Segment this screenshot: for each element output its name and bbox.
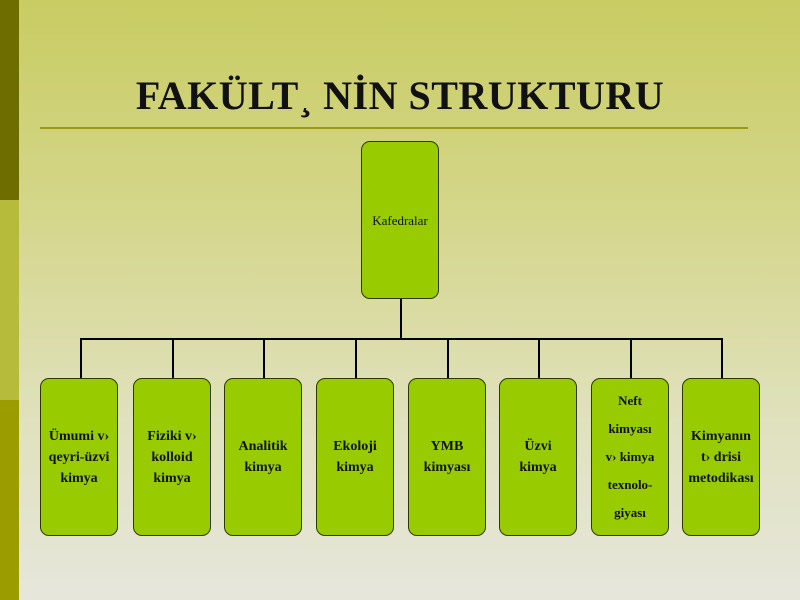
connector-child-6 bbox=[538, 338, 540, 378]
connector-child-5 bbox=[447, 338, 449, 378]
node-analitik-kimya: Analitik kimya bbox=[224, 378, 302, 536]
node-ekoloji-kimya: Ekoloji kimya bbox=[316, 378, 394, 536]
node-label: Analitik kimya bbox=[238, 439, 288, 475]
node-label: Üzvi kimya bbox=[519, 439, 557, 475]
node-label: Kimyanın t› drisi metodikası bbox=[688, 428, 754, 486]
connector-child-4 bbox=[355, 338, 357, 378]
node-kimyanin-tedrisi-metodikasi: Kimyanın t› drisi metodikası bbox=[682, 378, 760, 536]
root-node-label: Kafedralar bbox=[372, 212, 428, 228]
node-neft-kimyasi: Neft kimyası v› kimya texnolo- giyası bbox=[591, 378, 669, 536]
node-ymb-kimyasi: YMB kimyası bbox=[408, 378, 486, 536]
node-umumi-qeyri-uzvi-kimya: Ümumi v› qeyri-üzvi kimya bbox=[40, 378, 118, 536]
side-bar-middle bbox=[0, 200, 19, 400]
node-label: Neft kimyası v› kimya texnolo- giyası bbox=[605, 393, 655, 520]
root-node-kafedralar: Kafedralar bbox=[361, 141, 439, 299]
connector-root-stem bbox=[400, 299, 402, 339]
connector-child-7 bbox=[630, 338, 632, 378]
node-uzvi-kimya: Üzvi kimya bbox=[499, 378, 577, 536]
node-label: Ümumi v› qeyri-üzvi kimya bbox=[48, 428, 110, 486]
connector-child-1 bbox=[80, 338, 82, 378]
node-label: YMB kimyası bbox=[423, 439, 471, 475]
side-bar-bottom bbox=[0, 400, 19, 600]
title-underline bbox=[40, 127, 748, 129]
connector-child-8 bbox=[721, 338, 723, 378]
node-label: Fiziki v› kolloid kimya bbox=[147, 428, 197, 486]
connector-horizontal bbox=[80, 338, 723, 340]
connector-child-2 bbox=[172, 338, 174, 378]
side-bar-top bbox=[0, 0, 19, 200]
node-fiziki-kolloid-kimya: Fiziki v› kolloid kimya bbox=[133, 378, 211, 536]
node-label: Ekoloji kimya bbox=[333, 439, 377, 475]
slide-title: FAKÜLT¸ NİN STRUKTURU bbox=[135, 73, 665, 118]
connector-child-3 bbox=[263, 338, 265, 378]
